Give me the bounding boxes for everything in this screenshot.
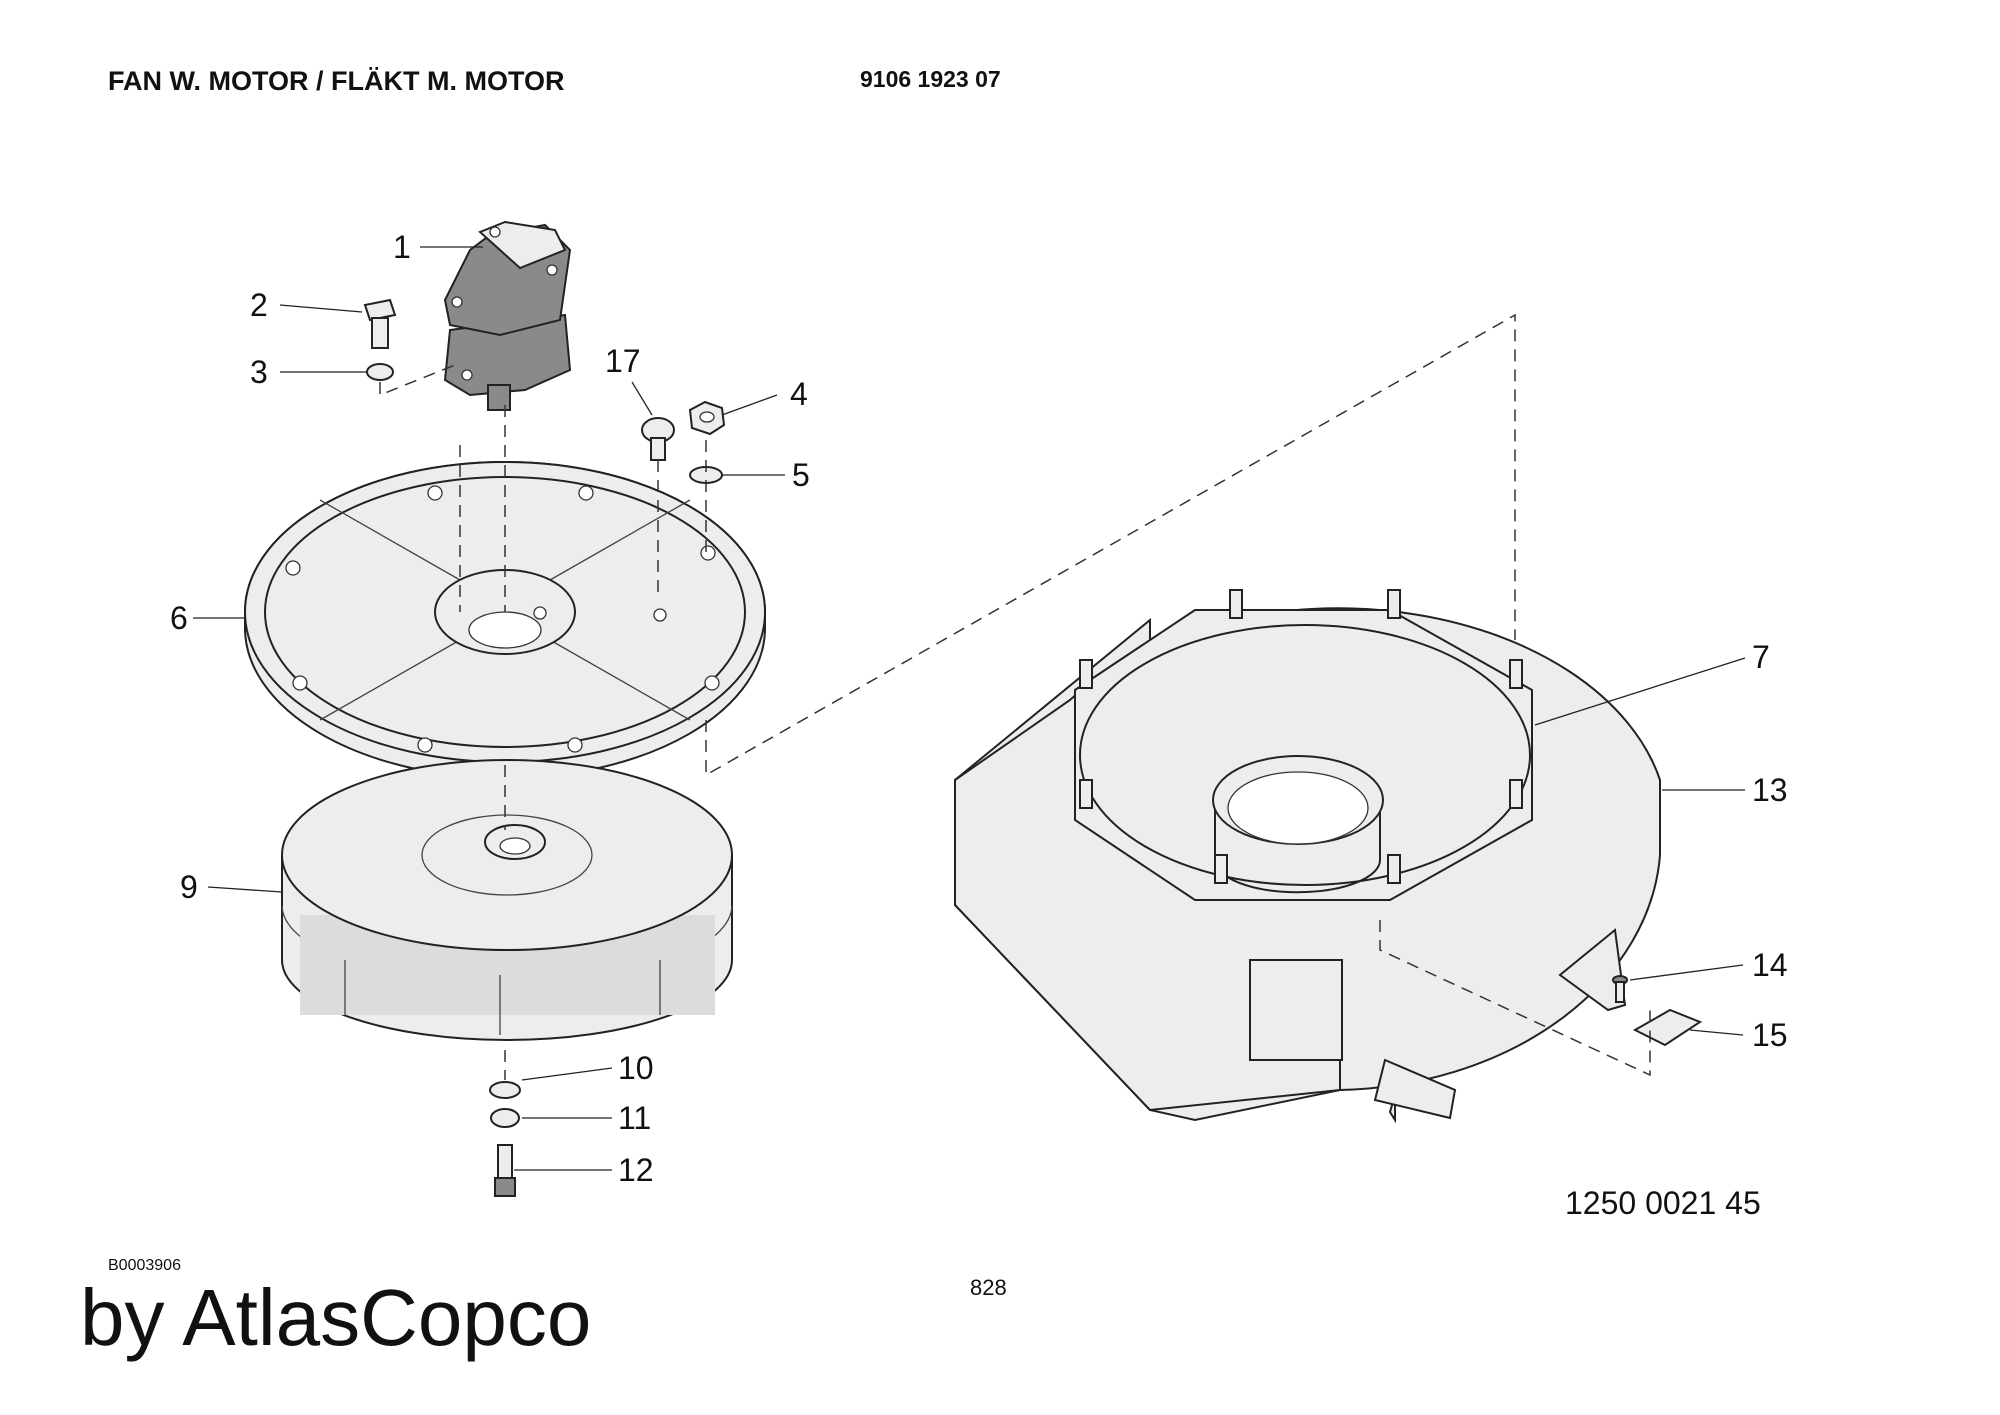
callout-label: 17 [605,343,641,379]
lock-washer-part [366,363,394,381]
flange-bolt-part [641,417,675,461]
cover-plate-part [1632,1008,1703,1047]
washer-part [489,1081,521,1099]
nut-part [688,400,726,436]
callout-label: 10 [618,1050,654,1086]
callout-label: 1 [393,229,411,265]
page-number: 828 [970,1275,1007,1300]
drawing-number: 1250 0021 45 [1565,1185,1761,1221]
bolt-part [363,298,397,349]
callout-label: 6 [170,600,188,636]
header-title: FAN W. MOTOR / FLÄKT M. MOTOR [108,66,565,96]
impeller-part [281,759,733,1041]
reference-code: B0003906 [108,1257,181,1274]
leader-lines [193,246,1746,1171]
brand-label: by AtlasCopco [80,1273,592,1362]
callout-label: 9 [180,869,198,905]
callout-label: 12 [618,1152,654,1188]
callout-label: 13 [1752,772,1788,808]
callout-label: 15 [1752,1017,1788,1053]
small-screw-part [1612,975,1628,1003]
callout-label: 4 [790,376,808,412]
fan-housing-part [954,589,1661,1124]
screw-part [494,1144,516,1197]
assembly-lines [459,313,1651,1080]
assembly-line [379,364,456,397]
callout-label: 7 [1752,639,1770,675]
callout-label: 11 [618,1100,651,1136]
callout-label: 2 [250,287,268,323]
callout-label: 14 [1752,947,1788,983]
motor-part [443,220,572,411]
callout-label: 3 [250,354,268,390]
callout-labels: 1 2 3 17 4 5 6 7 13 9 14 15 10 11 12 [170,229,1788,1188]
header-part-number: 9106 1923 07 [860,66,1001,92]
callout-label: 5 [792,457,810,493]
lock-washer-part [490,1108,520,1128]
